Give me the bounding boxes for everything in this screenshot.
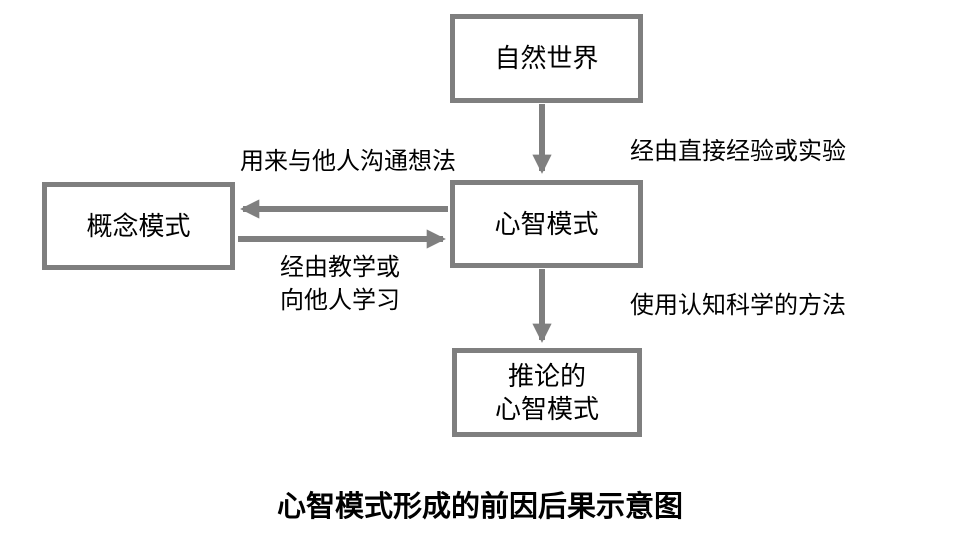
diagram-caption: 心智模式形成的前因后果示意图 xyxy=(276,491,683,523)
edge-label-teaching-learning-line1: 经由教学或 xyxy=(280,254,400,281)
node-mental-model-label: 心智模式 xyxy=(494,208,599,239)
node-mental-model: 心智模式 xyxy=(450,180,643,268)
edge-label-teaching-learning-line2: 向他人学习 xyxy=(280,287,400,314)
node-inferred-mental-model: 推论的 心智模式 xyxy=(452,348,642,437)
node-natural-world-label: 自然世界 xyxy=(494,43,599,73)
edge-label-communicate-ideas: 用来与他人沟通想法 xyxy=(240,148,456,175)
edge-label-teaching-learning: 经由教学或 向他人学习 xyxy=(280,251,400,317)
node-inferred-mental-model-label-line2: 心智模式 xyxy=(494,393,599,424)
node-conceptual-model: 概念模式 xyxy=(42,182,235,270)
node-conceptual-model-label: 概念模式 xyxy=(86,210,191,241)
node-inferred-mental-model-label-line1: 推论的 xyxy=(507,360,586,391)
edge-label-direct-experience: 经由直接经验或实验 xyxy=(630,138,846,165)
node-natural-world: 自然世界 xyxy=(450,14,643,103)
edge-label-cognitive-science: 使用认知科学的方法 xyxy=(630,292,846,319)
